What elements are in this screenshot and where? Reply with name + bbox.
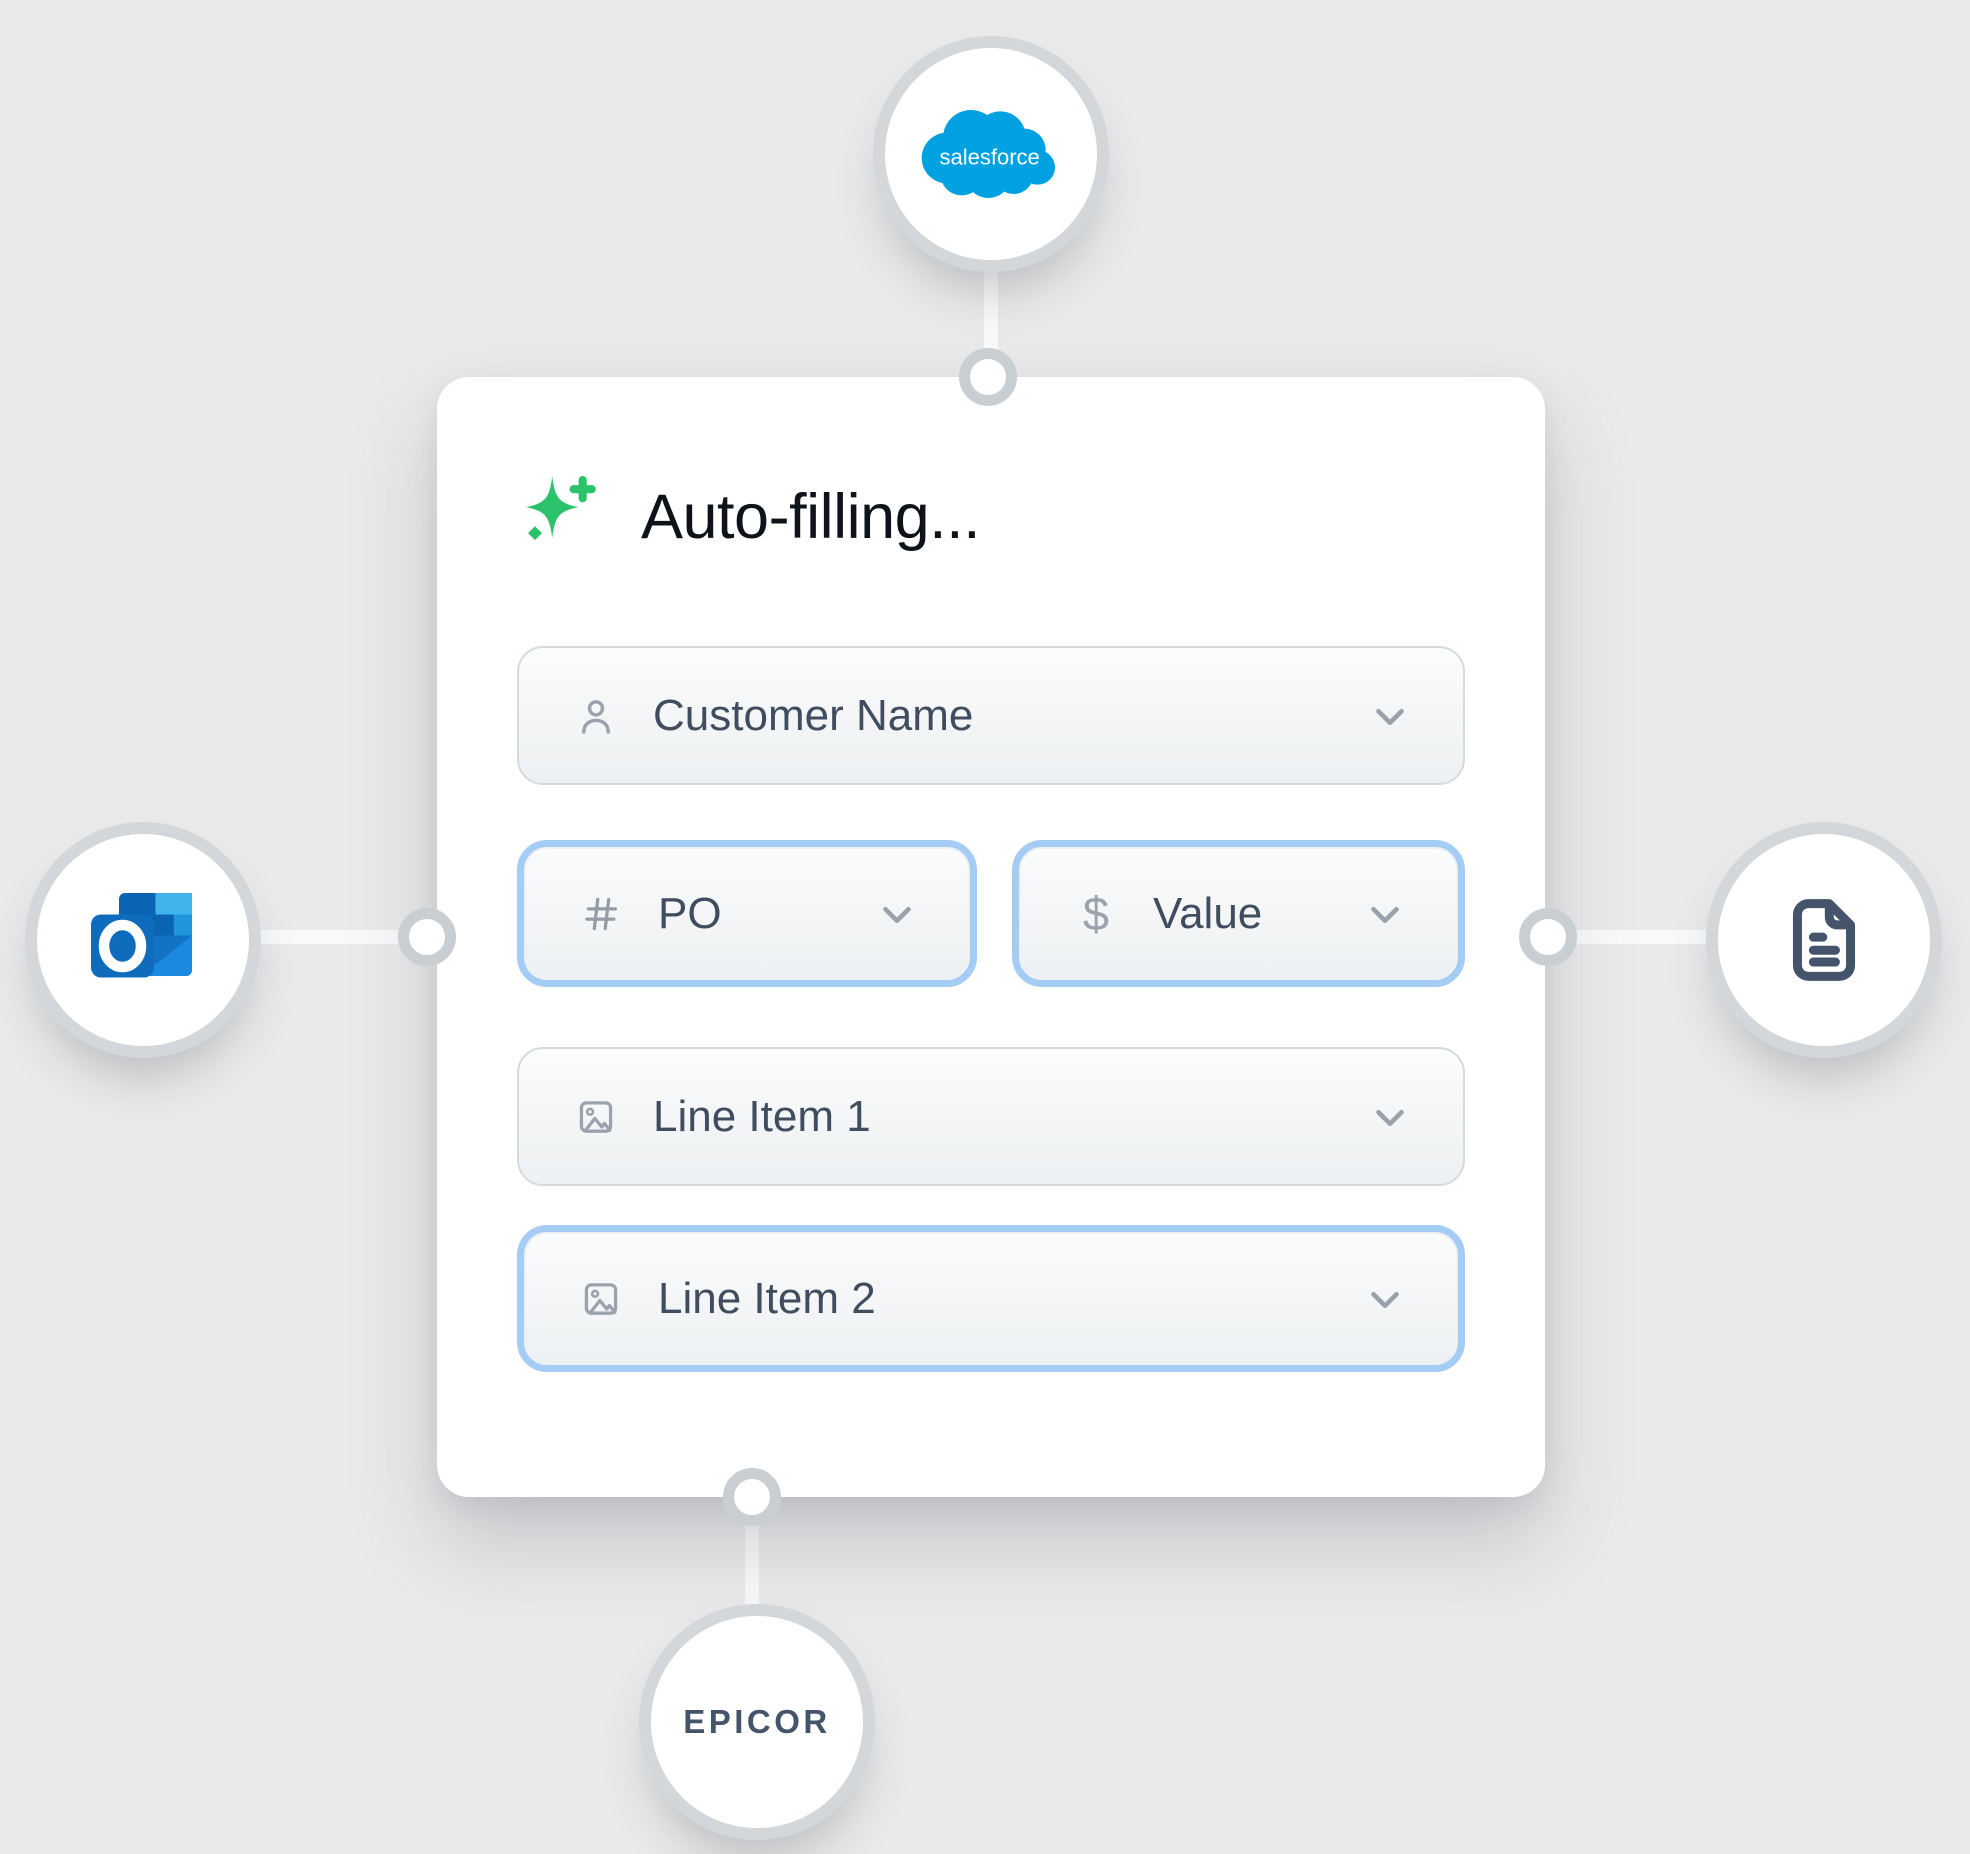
hash-icon bbox=[578, 891, 624, 937]
field-value[interactable]: $ Value bbox=[1012, 840, 1465, 987]
port-bottom bbox=[723, 1468, 781, 1526]
salesforce-node[interactable]: salesforce bbox=[885, 48, 1097, 260]
port-right bbox=[1519, 908, 1577, 966]
field-label: PO bbox=[658, 888, 722, 938]
chevron-down-icon[interactable] bbox=[1367, 693, 1413, 739]
field-label: Customer Name bbox=[653, 690, 974, 740]
person-icon bbox=[573, 693, 619, 739]
outlook-icon bbox=[91, 893, 192, 978]
sparkle-icon bbox=[526, 475, 596, 541]
field-customer-name[interactable]: Customer Name bbox=[517, 646, 1465, 785]
salesforce-cloud-icon: salesforce bbox=[921, 110, 1055, 198]
card-title: Auto-filling... bbox=[641, 482, 981, 552]
outlook-node[interactable] bbox=[37, 834, 249, 1046]
chevron-down-icon[interactable] bbox=[1362, 1276, 1408, 1322]
epicor-node[interactable]: EPICOR bbox=[651, 1616, 863, 1828]
field-label: Line Item 2 bbox=[658, 1273, 876, 1323]
port-top bbox=[959, 348, 1017, 406]
document-icon bbox=[1792, 899, 1856, 981]
chevron-down-icon[interactable] bbox=[1362, 891, 1408, 937]
field-line-item-1[interactable]: Line Item 1 bbox=[517, 1047, 1465, 1186]
dollar-icon: $ bbox=[1082, 887, 1110, 940]
chevron-down-icon[interactable] bbox=[1367, 1094, 1413, 1140]
field-line-item-2[interactable]: Line Item 2 bbox=[517, 1225, 1465, 1372]
auto-fill-card: Auto-filling... Customer Name PO bbox=[437, 377, 1545, 1497]
port-left bbox=[398, 908, 456, 966]
chevron-down-icon[interactable] bbox=[874, 891, 920, 937]
svg-text:salesforce: salesforce bbox=[940, 145, 1040, 170]
image-icon bbox=[573, 1094, 619, 1140]
field-po[interactable]: PO bbox=[517, 840, 977, 987]
field-label: Line Item 1 bbox=[653, 1091, 871, 1141]
field-label: Value bbox=[1153, 888, 1263, 938]
epicor-logo: EPICOR bbox=[683, 1703, 831, 1740]
image-icon bbox=[578, 1276, 624, 1322]
document-node[interactable] bbox=[1718, 834, 1930, 1046]
